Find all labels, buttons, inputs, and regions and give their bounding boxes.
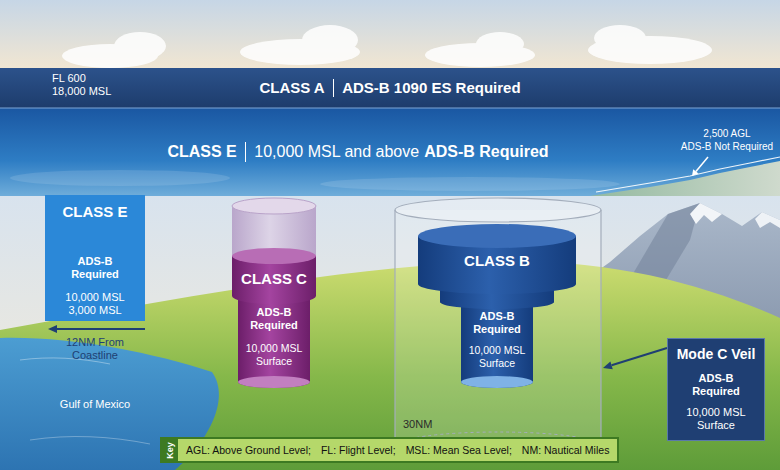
cylinder-top [418, 224, 576, 248]
leader-line [696, 157, 708, 171]
text-group: 10,000 MSLSurface [461, 344, 533, 369]
text-group: ADS-B Required [45, 255, 145, 281]
key-definition: MSL: Mean Sea Level; [406, 444, 512, 457]
cloud-puff [114, 32, 166, 60]
sky [0, 0, 780, 68]
class-name: CLASS E [167, 142, 236, 161]
altitude-text: 10,000 MSL [686, 406, 745, 419]
altitude-text: 10,000 MSL [246, 342, 303, 355]
distance-label: 12NM From Coastline [60, 336, 130, 362]
cylinder-faded-body [232, 206, 316, 264]
text-group: 10,000 MSLSurface [238, 342, 310, 367]
clouds [62, 25, 712, 68]
wave [30, 437, 150, 444]
leader-arrowhead [692, 169, 699, 176]
altitude-text: Surface [479, 357, 515, 370]
key-definition: NM: Nautical Miles [522, 444, 610, 457]
mountain-snow [690, 203, 722, 224]
key-title: Key [165, 442, 176, 459]
altitude-text: Surface [256, 355, 292, 368]
class-b-cylinder: CLASS B ADS-B Required 10,000 MSLSurface [416, 222, 578, 392]
text-group: ADS-B Required [238, 306, 310, 332]
requirement-text: ADS-B Required [466, 310, 528, 336]
altitude-text: 18,000 MSL [52, 85, 111, 98]
coastline-arrowhead [48, 325, 57, 333]
green-hill [0, 261, 780, 470]
mountain-snow [755, 212, 780, 228]
altitude-text: 10,000 MSL [469, 344, 526, 357]
class-name: CLASS A [259, 79, 324, 97]
label-slot: 12NM From Coastline [45, 336, 145, 362]
coastline-distance-arrow [56, 328, 145, 330]
band-divider [0, 108, 780, 109]
text-group: FL 60018,000 MSL [52, 72, 192, 98]
cloud-puff [594, 25, 646, 51]
text-group: ADS-B Required [461, 310, 533, 336]
cylinder-faded-top [232, 198, 316, 214]
veil-cylinder-body [395, 210, 601, 460]
mountain-ridge [590, 161, 780, 196]
altitude-text: 10,000 MSL [65, 291, 124, 304]
class-e-band: CLASS E 10,000 MSL and above ADS-B Require… [0, 108, 780, 196]
divider-bar [245, 142, 247, 162]
altitude-text: 10,000 MSL and above [254, 142, 419, 161]
requirement-text: ADS-B Required [64, 255, 126, 281]
class-name: CLASS E [62, 203, 127, 221]
connector-line [612, 348, 667, 365]
altitude-text: Surface [697, 419, 735, 432]
offshore-class-e-box: CLASS E ADS-B Required 10,000 MSL3,000 MSL [45, 195, 145, 321]
label-slot: Gulf of Mexico [40, 398, 150, 411]
key-definition: FL: Flight Level; [321, 444, 396, 457]
text-group: CLASS E [45, 203, 145, 221]
text-group: CLASS E 10,000 MSL and above ADS-B Require… [0, 142, 716, 162]
callout-text: ADS-B Not Required [681, 141, 773, 153]
class-a-band-fill [0, 68, 780, 108]
text-group: 10,000 MSL3,000 MSL [45, 291, 145, 317]
band-wisp [320, 177, 620, 191]
label-slot: 2,500 AGL [678, 128, 776, 140]
class-e-band-fill [0, 108, 780, 196]
key-definition: AGL: Above Ground Level; [186, 444, 311, 457]
requirement-text: ADS-B Required [424, 142, 548, 161]
text-group: CLASS B [416, 252, 578, 270]
key-box: Key AGL: Above Ground Level; FL: Flight Le… [160, 437, 619, 463]
altitude-text: 3,000 MSL [68, 304, 121, 317]
cylinder-base [238, 376, 310, 388]
cylinder-upper-top [232, 248, 316, 264]
class-c-cylinder: CLASS C ADS-B Required 10,000 MSLSurface [228, 196, 320, 392]
lower-sky [0, 196, 780, 470]
text-group: CLASS A ADS-B 1090 ES Required [0, 79, 780, 97]
class-name: CLASS B [464, 252, 530, 270]
cylinder-lower-body [238, 296, 310, 388]
class-a-band: FL 60018,000 MSL CLASS A ADS-B 1090 ES Req… [0, 68, 780, 108]
connector-arrow [603, 348, 667, 369]
cloud-puff [302, 25, 358, 55]
text-group: CLASS C [228, 270, 320, 288]
requirement-text: ADS-B 1090 ES Required [342, 79, 520, 97]
label-slot: ADS-B Not Required [678, 141, 776, 153]
text-group: 30NM [403, 418, 463, 431]
class-name: CLASS C [241, 270, 307, 288]
box-title: Mode C Veil [677, 346, 756, 363]
cloud-puff [476, 32, 524, 56]
divider-bar [333, 79, 335, 97]
place-name: Gulf of Mexico [60, 398, 130, 411]
veil-top [395, 198, 601, 222]
callout-text: 2,500 AGL [703, 128, 750, 140]
agl-altitude-line [596, 157, 780, 192]
mode-c-veil-cylinder: 30NM CLASS B ADS-B Required 10,000 MSLSurfa… [393, 196, 603, 462]
key-tab: Key [162, 439, 178, 461]
requirement-text: ADS-B Required [685, 372, 747, 398]
cylinder-lit-base [461, 376, 533, 388]
band-wisp [10, 170, 230, 186]
dimension-text: 30NM [403, 418, 432, 431]
mode-c-veil-box: Mode C VeilADS-B Required 10,000 MSLSurfa… [667, 338, 765, 441]
requirement-text: ADS-B Required [243, 306, 305, 332]
arrowhead [603, 361, 613, 369]
cylinder-column [461, 302, 533, 388]
altitude-text: FL 600 [52, 72, 86, 85]
